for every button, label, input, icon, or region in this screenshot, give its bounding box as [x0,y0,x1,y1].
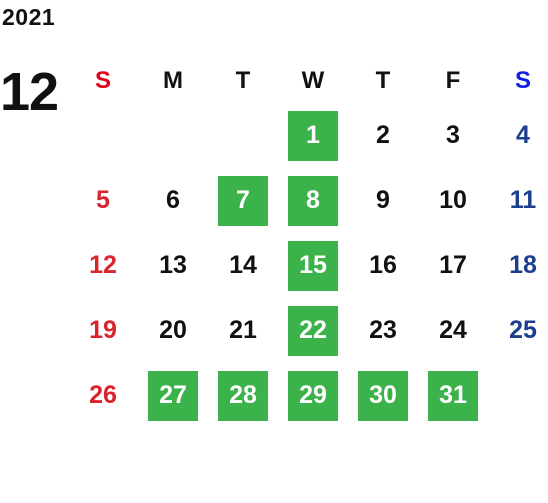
calendar-cell [488,363,548,428]
calendar-cell: 13 [138,233,208,298]
year-label: 2021 [2,4,56,30]
day-number[interactable]: 2 [376,121,390,149]
calendar-cell: 8 [278,168,348,233]
day-number[interactable]: 18 [509,251,537,279]
calendar-cell: 29 [278,363,348,428]
calendar-cell: 28 [208,363,278,428]
day-number[interactable]: 21 [229,316,257,344]
month-label: 12 [0,62,59,122]
calendar-cell: 23 [348,298,418,363]
weekday-header: S [514,66,531,94]
highlighted-day[interactable]: 29 [288,370,338,421]
calendar-cell [68,103,138,168]
day-number[interactable]: 6 [166,186,180,214]
day-number[interactable]: 5 [96,186,110,214]
calendar-cell: 1 [278,103,348,168]
day-number[interactable]: 25 [509,316,537,344]
day-number[interactable]: 11 [509,186,537,214]
calendar-cell: 6 [138,168,208,233]
highlighted-day[interactable]: 30 [358,370,408,421]
weekday-header: M [163,66,183,94]
calendar-cell: 24 [418,298,488,363]
highlighted-day[interactable]: 27 [148,370,198,421]
day-number[interactable]: 9 [376,186,390,214]
highlighted-day[interactable]: 31 [428,370,478,421]
calendar-cell: 21 [208,298,278,363]
highlighted-day[interactable]: 8 [288,175,338,226]
highlighted-day[interactable]: 28 [218,370,268,421]
calendar-cell: 19 [68,298,138,363]
highlighted-day[interactable]: 22 [288,305,338,356]
calendar-cell: 5 [68,168,138,233]
day-number[interactable]: 19 [89,316,117,344]
day-number[interactable]: 17 [439,251,467,279]
calendar-cell: 18 [488,233,548,298]
calendar-cell: 25 [488,298,548,363]
calendar-cell: 17 [418,233,488,298]
calendar-cell: 3 [418,103,488,168]
calendar-cell: 4 [488,103,548,168]
day-number[interactable]: 20 [159,316,187,344]
day-number[interactable]: 16 [369,251,397,279]
calendar-cell: 15 [278,233,348,298]
day-number[interactable]: 14 [229,251,257,279]
day-number[interactable]: 10 [439,186,467,214]
calendar-cell: 16 [348,233,418,298]
calendar-cell: 12 [68,233,138,298]
weekday-header: S [94,66,111,94]
calendar-cell: 22 [278,298,348,363]
weekday-header: T [235,66,251,94]
calendar-cell: 11 [488,168,548,233]
highlighted-day[interactable]: 1 [288,110,338,161]
calendar-cell: 30 [348,363,418,428]
highlighted-day[interactable]: 7 [218,175,268,226]
calendar-cell: 9 [348,168,418,233]
calendar-cell: 14 [208,233,278,298]
weekday-header: T [375,66,391,94]
weekday-header: W [301,66,325,94]
highlighted-day[interactable]: 15 [288,240,338,291]
day-number[interactable]: 4 [516,121,530,149]
calendar-cell: 27 [138,363,208,428]
calendar-cell: 7 [208,168,278,233]
calendar-cell [138,103,208,168]
calendar-cell: 26 [68,363,138,428]
calendar-cell: 10 [418,168,488,233]
calendar-cell: 2 [348,103,418,168]
day-number[interactable]: 3 [446,121,460,149]
calendar-cell: 31 [418,363,488,428]
day-number[interactable]: 13 [159,251,187,279]
weekday-header: F [445,66,461,94]
calendar-cell: 20 [138,298,208,363]
day-number[interactable]: 26 [89,381,117,409]
day-number[interactable]: 12 [89,251,117,279]
day-number[interactable]: 24 [439,316,467,344]
calendar-cell [208,103,278,168]
day-number[interactable]: 23 [369,316,397,344]
